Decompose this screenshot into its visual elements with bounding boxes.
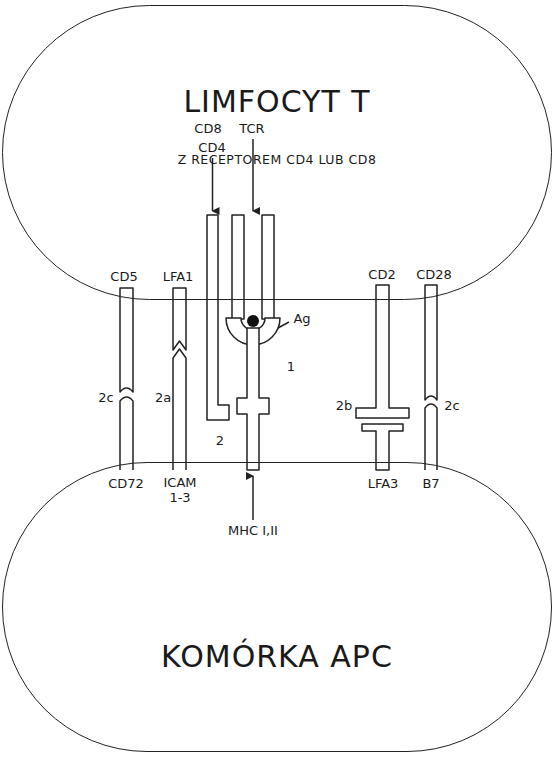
molecule-name: CD2	[367, 267, 396, 282]
molecule-name: LFA1	[162, 269, 195, 284]
molecule-name: CD5	[109, 269, 138, 284]
molecule-name: MHC I,II	[227, 523, 279, 538]
antigen-label: Ag	[292, 311, 311, 326]
molecule-name: CD4	[197, 140, 226, 155]
molecule-name: LFA3	[367, 476, 400, 491]
molecule-name: TCR	[238, 121, 265, 136]
callout-number: 2b	[335, 398, 354, 413]
callout-number: 1	[286, 359, 296, 374]
molecule-name: B7	[421, 476, 440, 491]
callout-number: 2c	[97, 390, 114, 405]
molecule-name: CD28	[415, 267, 453, 282]
molecule-name: CD72	[107, 476, 145, 491]
callout-number: 2c	[443, 398, 460, 413]
molecule-name: ICAM 1-3	[157, 475, 203, 505]
molecule-name: CD8	[193, 121, 222, 136]
cell-outline: LIMFOCYT T Z RECEPTOREM CD4 LUB CD8	[2, 5, 552, 300]
cell-subtitle: Z RECEPTOREM CD4 LUB CD8	[3, 152, 551, 167]
callout-number: 2	[215, 433, 225, 448]
callout-number: 2a	[154, 390, 172, 405]
cell-title: LIMFOCYT T	[3, 84, 551, 119]
cell-title: KOMÓRKA APC	[3, 639, 551, 674]
cell-outline: KOMÓRKA APC	[2, 462, 552, 752]
